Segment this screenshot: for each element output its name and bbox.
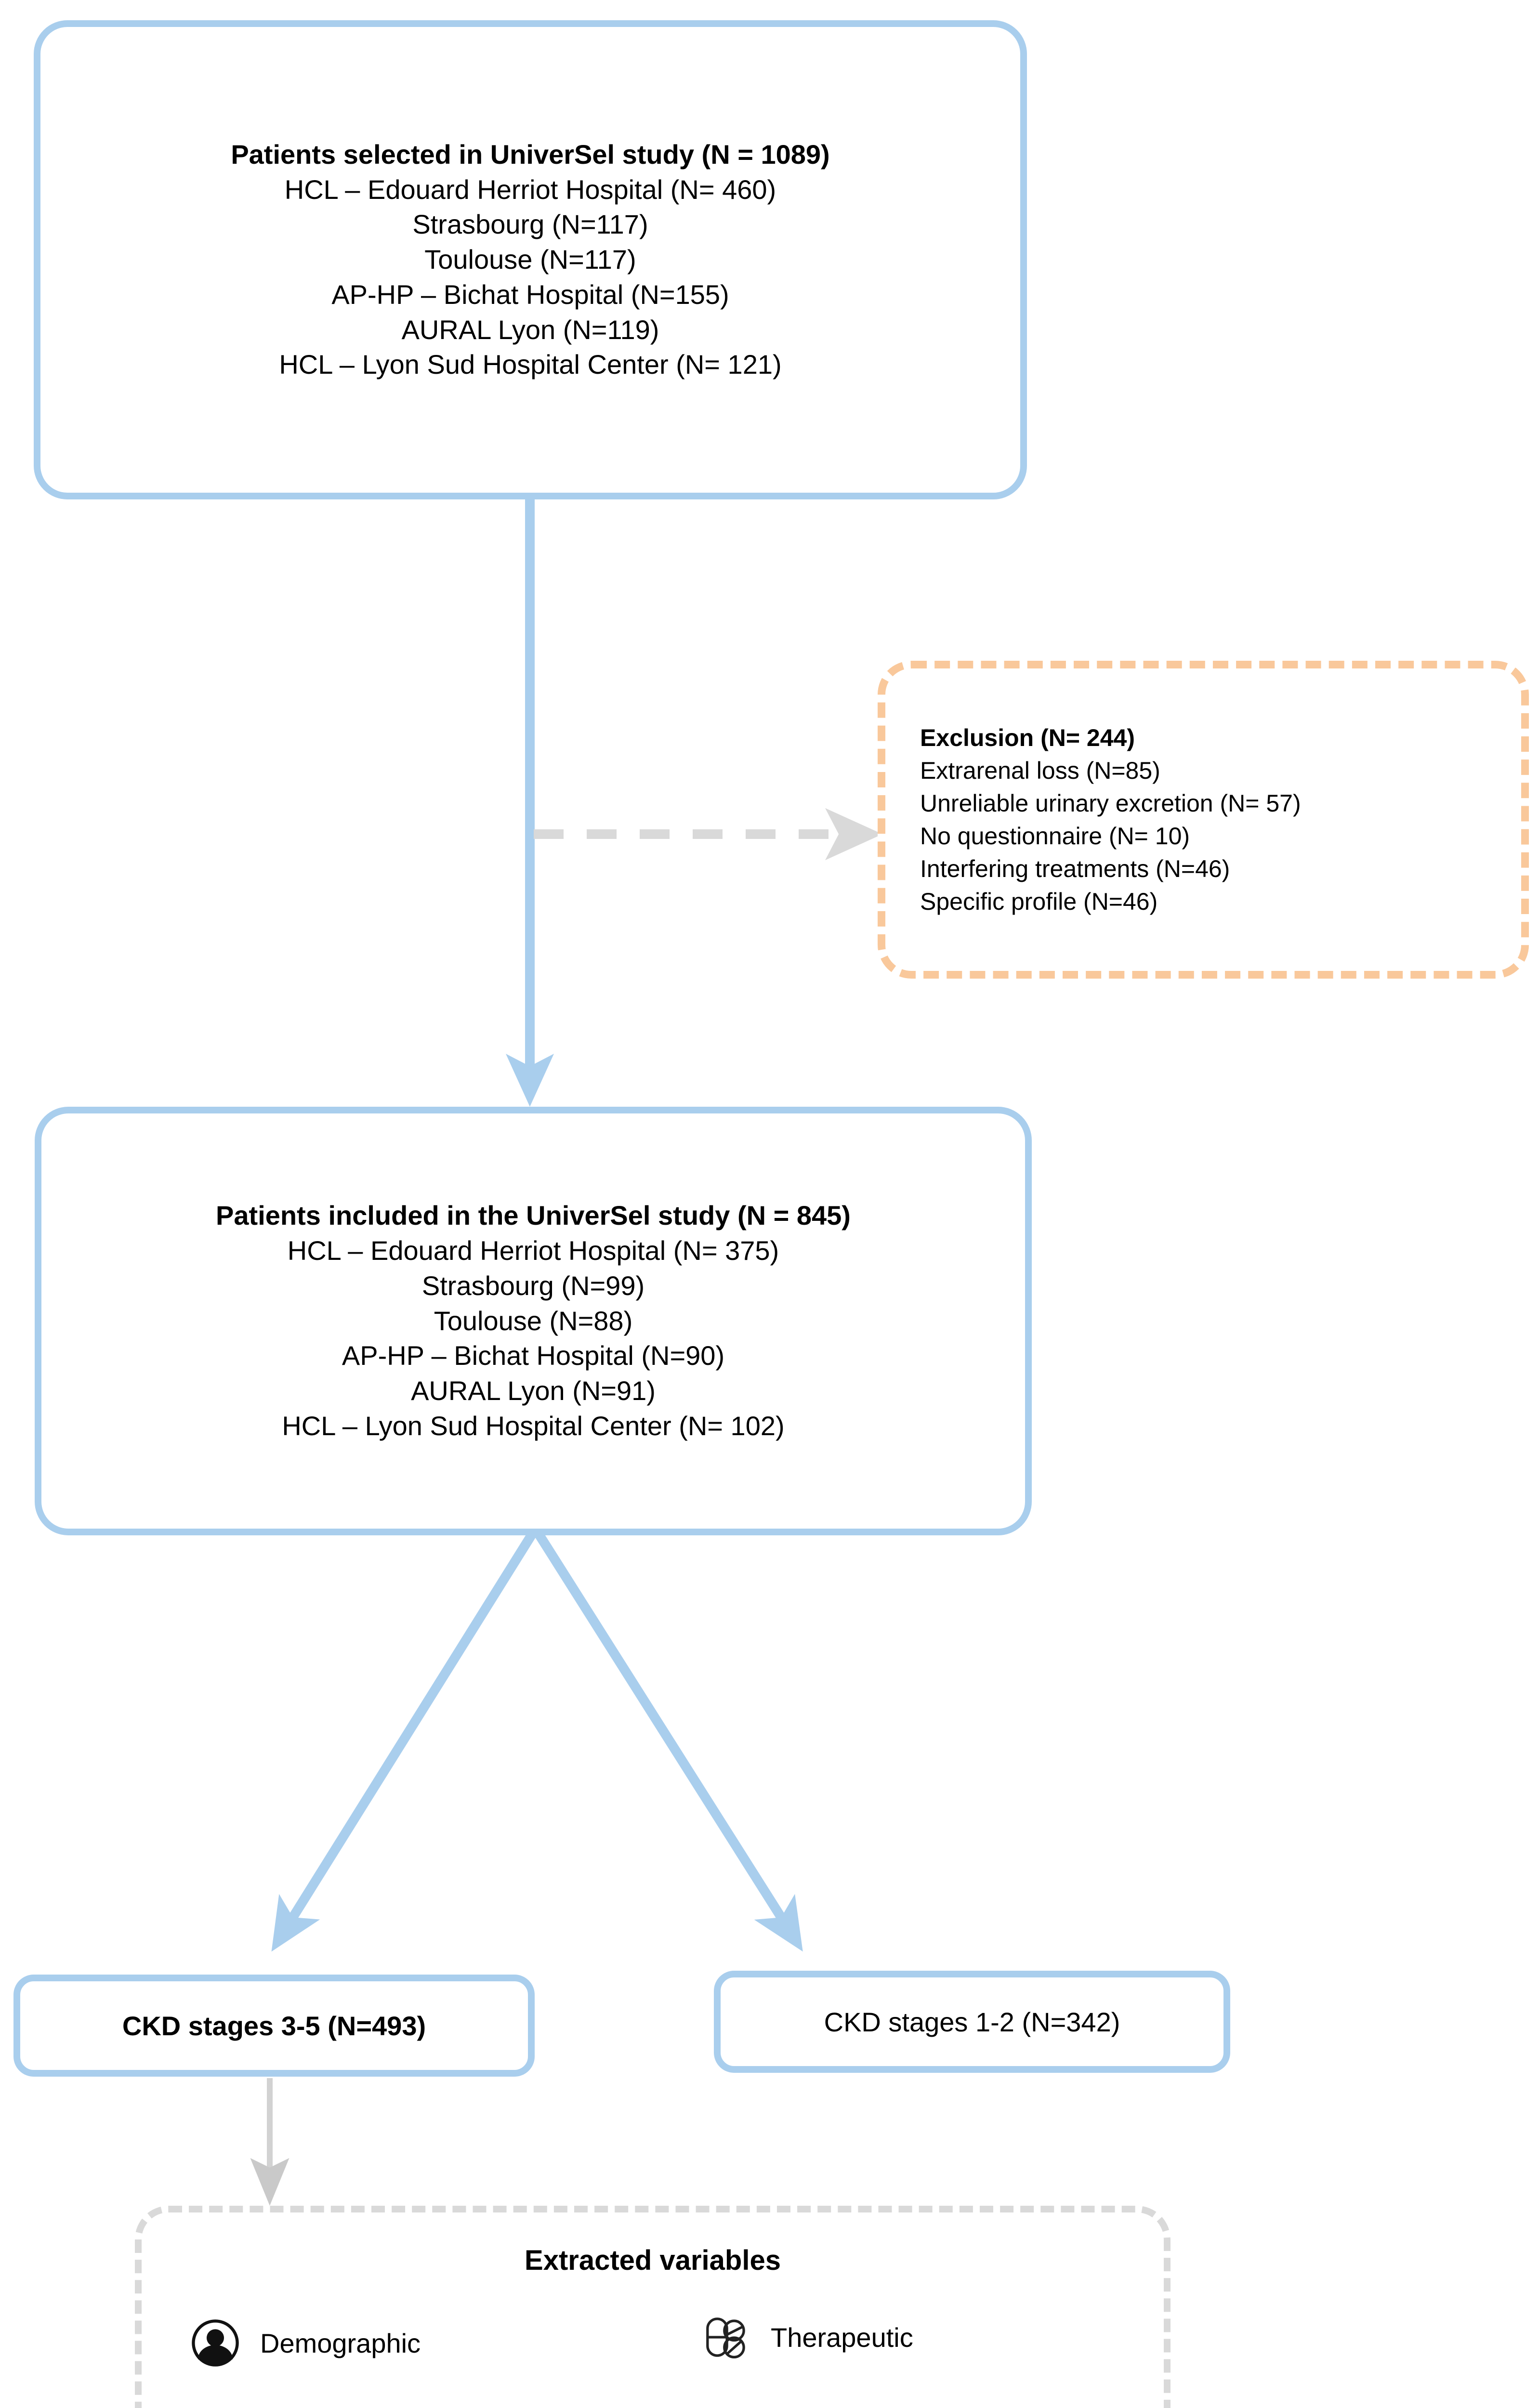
included-site-5: HCL – Lyon Sud Hospital Center (N= 102) [282,1410,785,1441]
included-site-1: Strasbourg (N=99) [421,1270,645,1301]
exclusion-box: Exclusion (N= 244) Extrarenal loss (N=85… [878,661,1529,979]
exclusion-heading: Exclusion (N= 244) [920,724,1135,751]
exclusion-reason-1: Unreliable urinary excretion (N= 57) [920,790,1301,817]
arrow-included-to-ckd35 [271,1529,538,1952]
selected-patients-box: Patients selected in UniverSel study (N … [34,20,1027,499]
ckd-stages-3-5-label: CKD stages 3-5 (N=493) [122,2010,426,2041]
exclusion-reason-3: Interfering treatments (N=46) [920,855,1230,882]
selected-site-4: AURAL Lyon (N=119) [401,314,659,345]
selected-heading: Patients selected in UniverSel study (N … [231,139,830,170]
included-patients-box: Patients included in the UniverSel study… [35,1107,1032,1535]
person-circle-icon [190,2317,241,2369]
included-heading: Patients included in the UniverSel study… [216,1200,851,1231]
included-site-3: AP-HP – Bichat Hospital (N=90) [342,1340,725,1371]
variable-item-therapeutic: Therapeutic [700,2312,913,2363]
ckd-stages-3-5-box: CKD stages 3-5 (N=493) [13,1975,535,2077]
ckd-stages-1-2-box: CKD stages 1-2 (N=342) [714,1971,1230,2073]
variable-item-dietary: Dietary [697,2405,840,2408]
extracted-variables-title: Extracted variables [525,2245,781,2276]
selected-site-0: HCL – Edouard Herriot Hospital (N= 460) [284,174,776,205]
selected-site-3: AP-HP – Bichat Hospital (N=155) [331,279,729,310]
exclusion-reason-2: No questionnaire (N= 10) [920,823,1190,850]
selected-site-2: Toulouse (N=117) [424,244,636,275]
arrow-included-to-ckd12 [533,1529,803,1952]
included-site-4: AURAL Lyon (N=91) [411,1375,656,1406]
bottle-apple-icon [697,2405,748,2408]
extracted-variables-box: Extracted variables Demographic [135,2206,1171,2408]
exclusion-reason-0: Extrarenal loss (N=85) [920,757,1160,784]
variable-label-demographic: Demographic [260,2328,421,2358]
pills-icon [700,2312,751,2363]
included-site-0: HCL – Edouard Herriot Hospital (N= 375) [287,1235,779,1266]
ckd-stages-1-2-label: CKD stages 1-2 (N=342) [824,2006,1120,2037]
variable-item-demographic: Demographic [190,2317,421,2369]
selected-site-1: Strasbourg (N=117) [412,209,648,240]
selected-site-5: HCL – Lyon Sud Hospital Center (N= 121) [279,349,782,380]
included-site-2: Toulouse (N=88) [434,1305,633,1336]
variable-label-therapeutic: Therapeutic [771,2322,913,2353]
exclusion-reason-4: Specific profile (N=46) [920,888,1158,915]
